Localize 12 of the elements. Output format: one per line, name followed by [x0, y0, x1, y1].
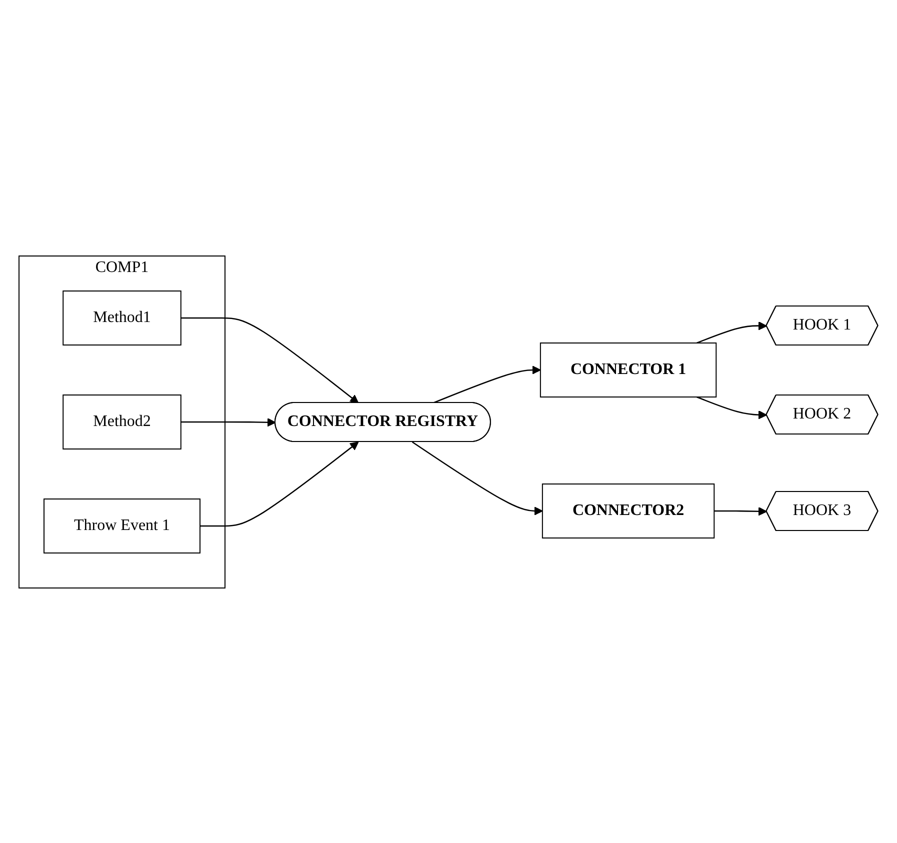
node-box: Throw Event 1	[44, 498, 201, 553]
node-box: CONNECTOR2	[542, 483, 715, 538]
arrow	[200, 441, 359, 526]
arrow	[412, 440, 543, 515]
arrow	[696, 320, 768, 344]
arrow	[696, 396, 768, 419]
arrow	[714, 506, 768, 516]
node-box: Method2	[62, 394, 182, 449]
node-box: CONNECTOR 1	[540, 342, 717, 397]
node-box: Method1	[62, 290, 182, 345]
arrow	[180, 316, 359, 403]
arrow	[180, 417, 276, 426]
